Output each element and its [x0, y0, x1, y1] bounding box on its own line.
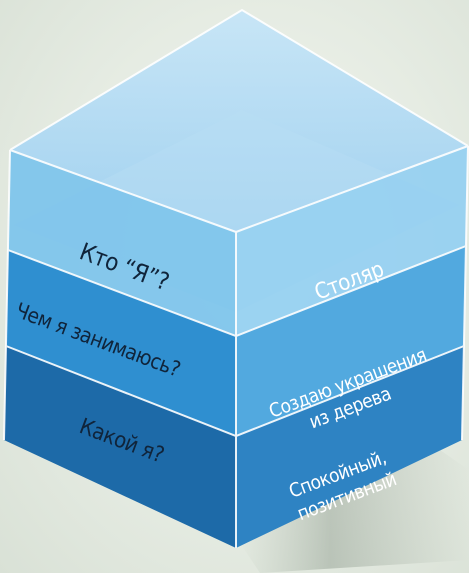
layer-1-left-face — [8, 150, 236, 336]
layer-2-right-face — [236, 246, 466, 436]
layer-2-left-face — [6, 250, 236, 436]
layer-1-right-face — [236, 146, 468, 336]
cube-top-face — [10, 10, 468, 232]
layer-3-right-face — [236, 346, 464, 548]
layer-3-left-face — [4, 346, 236, 548]
cube-edges — [3, 8, 469, 548]
cube-shadow — [238, 450, 469, 573]
